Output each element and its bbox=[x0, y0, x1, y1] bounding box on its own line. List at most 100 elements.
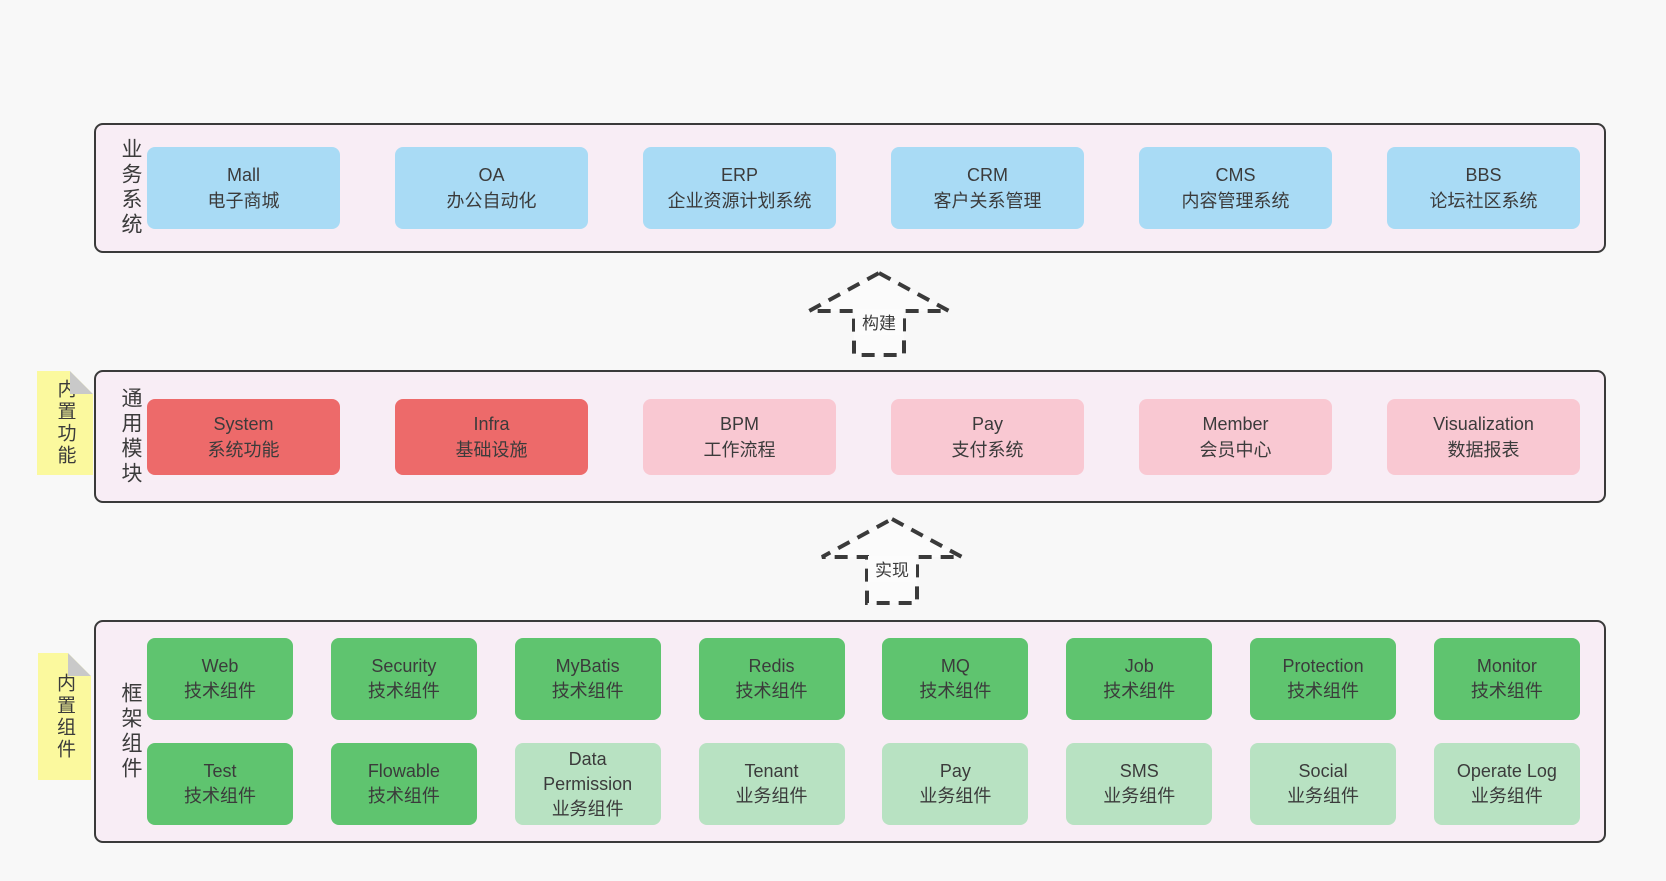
sticky-note-built-in-components: 内置组件 bbox=[38, 653, 91, 780]
card-subtitle: 业务组件 bbox=[551, 798, 624, 819]
card-title: Redis bbox=[748, 656, 795, 676]
framework-components-panel: 框架组件 Web 技术组件 Security 技术组件 MyBatis 技术组件… bbox=[94, 620, 1606, 843]
card-title: Member bbox=[1202, 413, 1269, 434]
panel-label-common-modules: 通用模块 bbox=[119, 386, 142, 487]
framework-row-2: Test 技术组件 Flowable 技术组件 Data Permission … bbox=[147, 743, 1580, 825]
card-subtitle: 技术组件 bbox=[1103, 681, 1176, 701]
build-arrow-up-icon: 构建 bbox=[808, 270, 950, 357]
card-erp: ERP 企业资源计划系统 bbox=[643, 147, 836, 229]
card-title: Web bbox=[201, 656, 239, 676]
card-security: Security 技术组件 bbox=[330, 638, 477, 720]
card-title: Social bbox=[1298, 761, 1348, 781]
card-subtitle: 技术组件 bbox=[735, 681, 808, 701]
card-subtitle: 业务组件 bbox=[1287, 786, 1360, 806]
card-data-permission: Data Permission 业务组件 bbox=[514, 743, 661, 825]
card-title: Test bbox=[203, 761, 237, 781]
card-protection: Protection 技术组件 bbox=[1250, 638, 1397, 720]
card-system: System 系统功能 bbox=[147, 398, 340, 475]
framework-rows: Web 技术组件 Security 技术组件 MyBatis 技术组件 Redi… bbox=[147, 638, 1580, 825]
arrow-label-bg bbox=[868, 556, 916, 582]
folded-corner-icon bbox=[70, 371, 93, 394]
card-title: SMS bbox=[1119, 761, 1159, 781]
card-bpm: BPM 工作流程 bbox=[643, 398, 836, 475]
card-subtitle: 会员中心 bbox=[1199, 439, 1272, 460]
card-subtitle: 技术组件 bbox=[184, 786, 256, 806]
card-bbs: BBS 论坛社区系统 bbox=[1387, 147, 1580, 229]
business-cards-row: Mall 电子商城 OA 办公自动化 ERP 企业资源计划系统 CRM 客户关系… bbox=[147, 147, 1580, 229]
implement-arrow-label: 实现 bbox=[875, 561, 909, 580]
card-pay-biz: Pay 业务组件 bbox=[882, 743, 1029, 825]
card-visualization: Visualization 数据报表 bbox=[1387, 398, 1580, 475]
panel-label-framework-components: 框架组件 bbox=[119, 681, 142, 782]
card-subtitle: 支付系统 bbox=[951, 439, 1024, 460]
panel-label-business-systems: 业务系统 bbox=[119, 138, 142, 238]
card-title: Pay bbox=[971, 413, 1004, 434]
card-subtitle: 业务组件 bbox=[1103, 786, 1176, 806]
card-title: BBS bbox=[1465, 165, 1502, 185]
card-subtitle: 业务组件 bbox=[1470, 786, 1543, 806]
card-subtitle: 技术组件 bbox=[367, 786, 440, 806]
card-title: System bbox=[213, 413, 274, 434]
card-redis: Redis 技术组件 bbox=[698, 638, 845, 720]
card-title: CRM bbox=[967, 165, 1008, 185]
card-title: Security bbox=[371, 656, 437, 676]
card-tenant: Tenant 业务组件 bbox=[698, 743, 845, 825]
card-subtitle: 业务组件 bbox=[919, 786, 992, 806]
card-subtitle: 论坛社区系统 bbox=[1429, 191, 1538, 211]
card-mall: Mall 电子商城 bbox=[147, 147, 340, 229]
card-title: Pay bbox=[939, 761, 971, 781]
card-subtitle: 技术组件 bbox=[1287, 681, 1360, 701]
card-pay: Pay 支付系统 bbox=[891, 398, 1084, 475]
card-title: Job bbox=[1124, 656, 1154, 676]
arrow-label-bg bbox=[855, 309, 903, 335]
card-title: Flowable bbox=[367, 761, 440, 781]
card-title: Data Permission bbox=[543, 748, 633, 794]
module-cards-row: System 系统功能 Infra 基础设施 BPM 工作流程 Pay 支付系统… bbox=[147, 398, 1580, 475]
card-subtitle: 办公自动化 bbox=[446, 191, 537, 211]
card-member: Member 会员中心 bbox=[1139, 398, 1332, 475]
card-oa: OA 办公自动化 bbox=[395, 147, 588, 229]
card-job: Job 技术组件 bbox=[1066, 638, 1213, 720]
card-subtitle: 企业资源计划系统 bbox=[667, 191, 812, 211]
card-subtitle: 技术组件 bbox=[919, 681, 992, 701]
sticky-note-built-in-features: 内置功能 bbox=[37, 371, 93, 475]
card-subtitle: 工作流程 bbox=[703, 439, 776, 460]
card-title: CMS bbox=[1215, 165, 1256, 185]
card-title: Protection bbox=[1282, 656, 1364, 676]
folded-corner-icon bbox=[68, 653, 91, 676]
card-cms: CMS 内容管理系统 bbox=[1139, 147, 1332, 229]
card-title: ERP bbox=[720, 165, 758, 185]
common-modules-panel: 通用模块 System 系统功能 Infra 基础设施 BPM 工作流程 Pay… bbox=[94, 370, 1606, 503]
card-title: Visualization bbox=[1433, 413, 1534, 434]
card-monitor: Monitor 技术组件 bbox=[1433, 638, 1580, 720]
card-subtitle: 基础设施 bbox=[455, 439, 528, 460]
card-subtitle: 技术组件 bbox=[551, 681, 624, 701]
card-title: OA bbox=[478, 165, 505, 185]
card-social: Social 业务组件 bbox=[1250, 743, 1397, 825]
card-subtitle: 数据报表 bbox=[1447, 439, 1520, 460]
card-mybatis: MyBatis 技术组件 bbox=[514, 638, 661, 720]
card-title: Mall bbox=[226, 165, 260, 185]
card-infra: Infra 基础设施 bbox=[395, 398, 588, 475]
card-title: Infra bbox=[473, 413, 510, 434]
card-sms: SMS 业务组件 bbox=[1066, 743, 1213, 825]
card-title: MyBatis bbox=[555, 656, 620, 676]
card-flowable: Flowable 技术组件 bbox=[330, 743, 477, 825]
build-arrow-label: 构建 bbox=[862, 314, 896, 333]
card-subtitle: 业务组件 bbox=[735, 786, 808, 806]
card-subtitle: 技术组件 bbox=[184, 681, 256, 701]
card-title: Operate Log bbox=[1456, 761, 1557, 781]
card-subtitle: 技术组件 bbox=[367, 681, 440, 701]
card-title: MQ bbox=[940, 656, 970, 676]
card-web: Web 技术组件 bbox=[147, 638, 293, 720]
card-subtitle: 技术组件 bbox=[1470, 681, 1543, 701]
implement-arrow-up-icon: 实现 bbox=[821, 516, 963, 605]
card-test: Test 技术组件 bbox=[147, 743, 293, 825]
card-subtitle: 内容管理系统 bbox=[1181, 191, 1290, 211]
framework-row-1: Web 技术组件 Security 技术组件 MyBatis 技术组件 Redi… bbox=[147, 638, 1580, 720]
card-subtitle: 系统功能 bbox=[207, 439, 280, 460]
card-title: Tenant bbox=[744, 761, 799, 781]
card-subtitle: 电子商城 bbox=[207, 191, 280, 211]
card-title: Monitor bbox=[1476, 656, 1537, 676]
